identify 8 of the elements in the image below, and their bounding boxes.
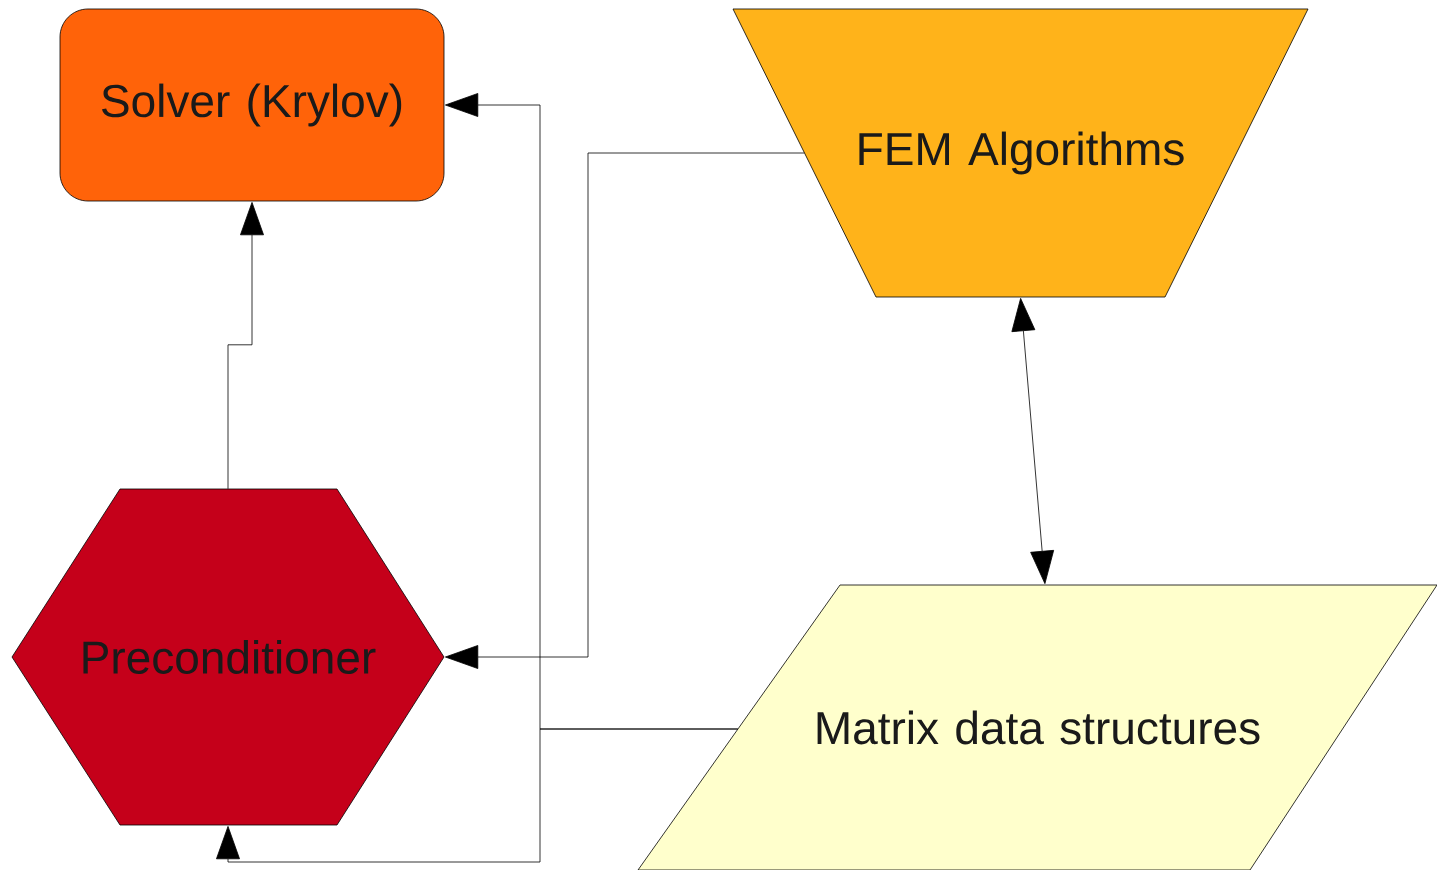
arrow xyxy=(445,152,805,669)
process-box: Solver (Krylov) xyxy=(59,8,445,202)
arrow xyxy=(216,728,739,863)
trapezoid-box: FEM Algorithms xyxy=(732,8,1309,298)
parallelogram-box: Matrix data structures xyxy=(637,584,1437,870)
hexagon-box: Preconditioner xyxy=(11,488,445,826)
arrow xyxy=(1011,298,1055,584)
arrow xyxy=(227,202,264,490)
